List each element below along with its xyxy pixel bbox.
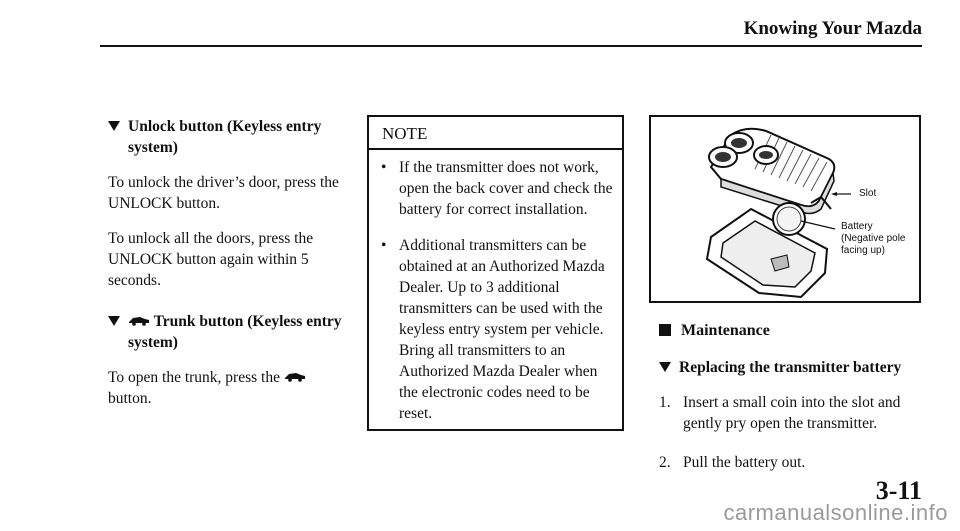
battery-note-line-2: facing up) bbox=[841, 245, 885, 256]
triangle-bullet-icon bbox=[659, 357, 673, 378]
battery-label: Battery bbox=[841, 221, 873, 232]
watermark: carmanualsonline.info bbox=[723, 500, 948, 525]
right-column: Maintenance Replacing the transmitter ba… bbox=[659, 320, 927, 473]
note-item-text: If the transmitter does not work, open t… bbox=[399, 159, 613, 218]
unlock-title: Unlock button (Keyless entry system) bbox=[128, 118, 322, 156]
unlock-paragraph-1: To unlock the driver’s door, press the U… bbox=[108, 174, 339, 212]
note-list: • If the transmitter does not work, open… bbox=[369, 150, 622, 424]
step-number: 2. bbox=[659, 454, 671, 471]
note-item: • If the transmitter does not work, open… bbox=[381, 157, 614, 220]
step-item: 1. Insert a small coin into the slot and… bbox=[659, 392, 927, 434]
maintenance-heading: Maintenance bbox=[659, 320, 927, 341]
step-item: 2. Pull the battery out. bbox=[659, 452, 927, 473]
step-number: 1. bbox=[659, 394, 671, 411]
trunk-subheading: Trunk button (Keyless entry system) bbox=[108, 311, 363, 353]
left-column: Unlock button (Keyless entry system) To … bbox=[108, 116, 363, 409]
square-bullet-icon bbox=[659, 324, 671, 336]
replacing-title: Replacing the transmitter battery bbox=[679, 359, 902, 376]
step-text: Insert a small coin into the slot and ge… bbox=[683, 394, 901, 432]
trunk-paragraph-text: To open the trunk, press the bbox=[108, 369, 280, 386]
trunk-paragraph: To open the trunk, press the button. bbox=[108, 367, 363, 409]
triangle-bullet-icon bbox=[108, 311, 122, 353]
header-rule bbox=[100, 45, 922, 47]
battery-note-line-1: (Negative pole bbox=[841, 233, 906, 244]
maintenance-title: Maintenance bbox=[681, 322, 770, 339]
page-header-title: Knowing Your Mazda bbox=[743, 18, 922, 39]
step-text: Pull the battery out. bbox=[683, 454, 806, 471]
unlock-paragraph-2: To unlock all the doors, press the UNLOC… bbox=[108, 230, 314, 289]
note-item-text: Additional transmitters can be obtained … bbox=[399, 237, 605, 422]
unlock-subheading: Unlock button (Keyless entry system) bbox=[108, 116, 363, 158]
note-heading: NOTE bbox=[369, 117, 622, 150]
transmitter-illustration bbox=[705, 127, 851, 299]
transmitter-figure: Slot Battery (Negative pole facing up) bbox=[649, 115, 921, 303]
note-item: • Additional transmitters can be obtaine… bbox=[381, 235, 614, 424]
trunk-car-icon bbox=[284, 369, 306, 386]
triangle-bullet-icon bbox=[108, 116, 122, 158]
bullet-dot: • bbox=[381, 237, 387, 254]
bullet-dot: • bbox=[381, 159, 387, 176]
replacing-subheading: Replacing the transmitter battery bbox=[659, 357, 927, 378]
steps-list: 1. Insert a small coin into the slot and… bbox=[659, 392, 927, 473]
trunk-title: Trunk button (Keyless entry system) bbox=[128, 313, 342, 351]
slot-label: Slot bbox=[859, 188, 877, 199]
trunk-paragraph-end: button. bbox=[108, 390, 152, 407]
note-box: NOTE • If the transmitter does not work,… bbox=[367, 115, 624, 431]
trunk-car-icon bbox=[128, 313, 154, 330]
page-number: 3-11 bbox=[875, 476, 922, 505]
